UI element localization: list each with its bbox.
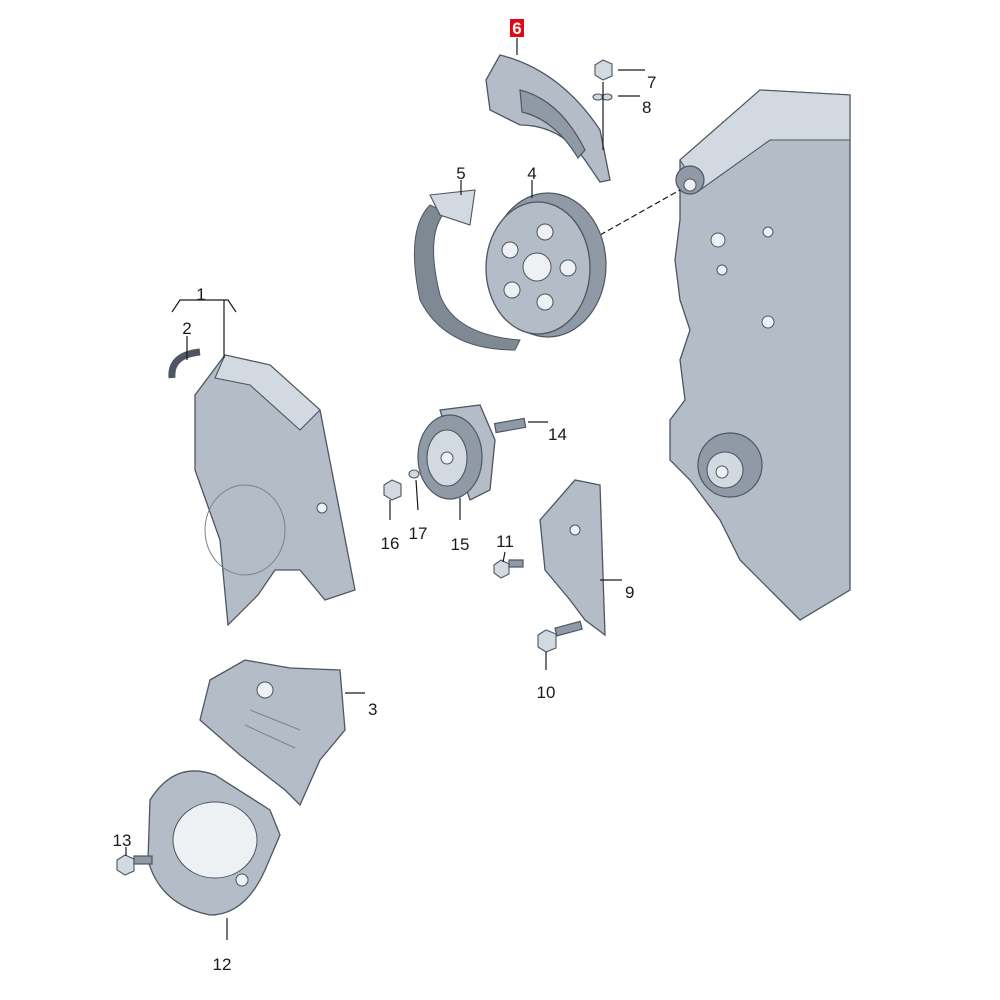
- label-14[interactable]: 14: [548, 425, 567, 444]
- label-5[interactable]: 5: [456, 164, 465, 183]
- label-10[interactable]: 10: [537, 683, 556, 702]
- part-1-timing-cover: [194, 354, 356, 627]
- highlight-marker-6: [510, 19, 524, 37]
- part-3-middle-cover: [199, 659, 346, 807]
- engine-block: [669, 89, 851, 621]
- part-5-timing-belt: [413, 189, 521, 351]
- label-17[interactable]: 17: [409, 524, 428, 543]
- part-10-bolt: [537, 620, 583, 653]
- label-3[interactable]: 3: [368, 700, 377, 719]
- label-2[interactable]: 2: [182, 319, 191, 338]
- label-9[interactable]: 9: [625, 583, 634, 602]
- leader-lines: [125, 38, 645, 940]
- part-9-rear-cover: [539, 479, 606, 637]
- label-15[interactable]: 15: [451, 535, 470, 554]
- label-7[interactable]: 7: [647, 73, 656, 92]
- part-6-timing-cover-upper: [485, 54, 611, 183]
- part-2-clip: [168, 348, 201, 379]
- label-4[interactable]: 4: [527, 164, 536, 183]
- part-17-washer: [408, 469, 420, 479]
- label-1[interactable]: 1: [196, 285, 205, 304]
- part-15-tensioner: [417, 404, 496, 501]
- label-13[interactable]: 13: [113, 831, 132, 850]
- part-14-stud: [493, 417, 527, 434]
- part-12-lower-cover: [147, 770, 281, 916]
- label-6[interactable]: 6: [512, 19, 521, 38]
- label-11[interactable]: 11: [496, 532, 514, 551]
- label-16[interactable]: 16: [381, 534, 400, 553]
- part-7-nut: [594, 59, 613, 81]
- label-8[interactable]: 8: [642, 98, 651, 117]
- label-12[interactable]: 12: [213, 955, 232, 974]
- part-11-bolt: [493, 559, 524, 579]
- part-16-nut: [383, 479, 402, 501]
- part-4-camshaft-sprocket: [485, 192, 607, 338]
- part-13-bolt: [116, 854, 153, 876]
